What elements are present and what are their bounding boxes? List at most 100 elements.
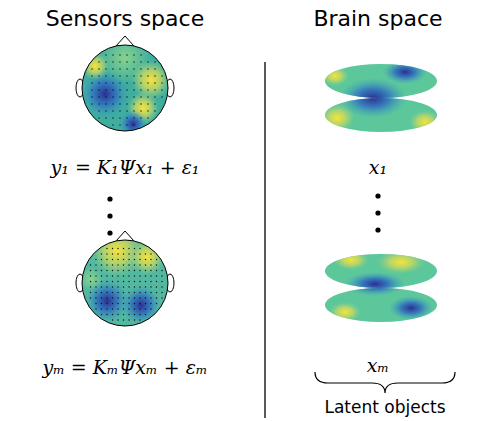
sensor-dot [145, 281, 146, 282]
sensor-dot [106, 259, 107, 260]
sensor-dot [112, 314, 113, 315]
sensor-dot [112, 270, 113, 271]
sensor-dot [106, 297, 107, 298]
sensor-dot [139, 253, 140, 254]
sensor-dot [150, 259, 151, 260]
sensor-dot [150, 270, 151, 271]
dot [107, 230, 112, 235]
sensor-dot [112, 253, 113, 254]
latent-variable: xₘ [367, 355, 389, 376]
sensor-dot [128, 248, 129, 249]
sensor-dot [117, 286, 118, 287]
sensor-dot [145, 314, 146, 315]
cortex [321, 248, 441, 328]
sensor-dot [105, 61, 106, 62]
sensor-dot [105, 110, 106, 111]
sensor-dot [117, 319, 118, 320]
sensor-dot [123, 281, 124, 282]
activity-blob [345, 272, 405, 296]
sensor-dot [98, 103, 99, 104]
sensor-dot [123, 314, 124, 315]
sensor-dot [106, 308, 107, 309]
sensor-dot [95, 281, 96, 282]
sensor-dot [112, 124, 113, 125]
sensor-dot [161, 297, 162, 298]
sensor-dot [139, 303, 140, 304]
sensor-dot [126, 110, 127, 111]
sensor-dot [150, 303, 151, 304]
sensor-dot [119, 82, 120, 83]
sensor-dot [117, 308, 118, 309]
sensor-dot [140, 117, 141, 118]
sensor-dot [133, 103, 134, 104]
sensor-dot [161, 275, 162, 276]
sensor-dot [145, 275, 146, 276]
sensor-dot [140, 61, 141, 62]
sensor-dot [112, 248, 113, 249]
sensor-dot [123, 308, 124, 309]
sensor-dot [150, 253, 151, 254]
sensor-dot [139, 259, 140, 260]
sensor-dot [117, 275, 118, 276]
sensor-dot [90, 270, 91, 271]
sensor-dot [112, 82, 113, 83]
topomap [76, 225, 174, 328]
sensor-dot [161, 286, 162, 287]
sensor-dot [98, 110, 99, 111]
sensor-dot [101, 270, 102, 271]
sensor-dot [90, 264, 91, 265]
sensor-dot [101, 314, 102, 315]
sensor-dot [140, 103, 141, 104]
sensor-dot [128, 281, 129, 282]
sensor-dot [134, 297, 135, 298]
sensor-dot [119, 54, 120, 55]
field-blob [81, 52, 109, 80]
topomap [76, 32, 174, 138]
sensor-dot [126, 89, 127, 90]
sensor-dot [117, 253, 118, 254]
sensor-dot [154, 96, 155, 97]
sensor-dot [133, 54, 134, 55]
sensor-dot [147, 82, 148, 83]
sensor-dot [95, 264, 96, 265]
sensor-dot [147, 103, 148, 104]
sensor-dot [112, 308, 113, 309]
sensor-dot [147, 89, 148, 90]
sensor-dot [150, 264, 151, 265]
sensor-dot [145, 270, 146, 271]
sensor-dot [128, 275, 129, 276]
sensor-dot [112, 89, 113, 90]
sensor-dot [134, 253, 135, 254]
sensor-dot [106, 314, 107, 315]
sensor-dot [123, 259, 124, 260]
sensor-dot [123, 286, 124, 287]
ellipsis-dots [107, 193, 380, 235]
sensor-dot [123, 292, 124, 293]
sensor-dot [134, 248, 135, 249]
sensor-dot [106, 248, 107, 249]
sensor-dot [95, 259, 96, 260]
sensor-dot [139, 297, 140, 298]
sensor-dot [126, 68, 127, 69]
sensor-dot [139, 248, 140, 249]
sensor-dot [105, 117, 106, 118]
brain-map [319, 58, 441, 138]
sensor-dot [134, 303, 135, 304]
sensor-dot [101, 308, 102, 309]
sensor-dot [133, 68, 134, 69]
sensor-dot [119, 68, 120, 69]
dot [375, 193, 380, 198]
sensor-dot [150, 286, 151, 287]
sensor-dot [117, 303, 118, 304]
sensor-dot [95, 286, 96, 287]
sensor-dot [126, 75, 127, 76]
sensor-dot [139, 275, 140, 276]
sensor-dot [133, 124, 134, 125]
sensor-dot [101, 281, 102, 282]
sensor-dot [134, 275, 135, 276]
sensor-dot [145, 303, 146, 304]
brain-map [321, 248, 441, 328]
sensor-dot [154, 75, 155, 76]
activity-blob [333, 250, 369, 270]
